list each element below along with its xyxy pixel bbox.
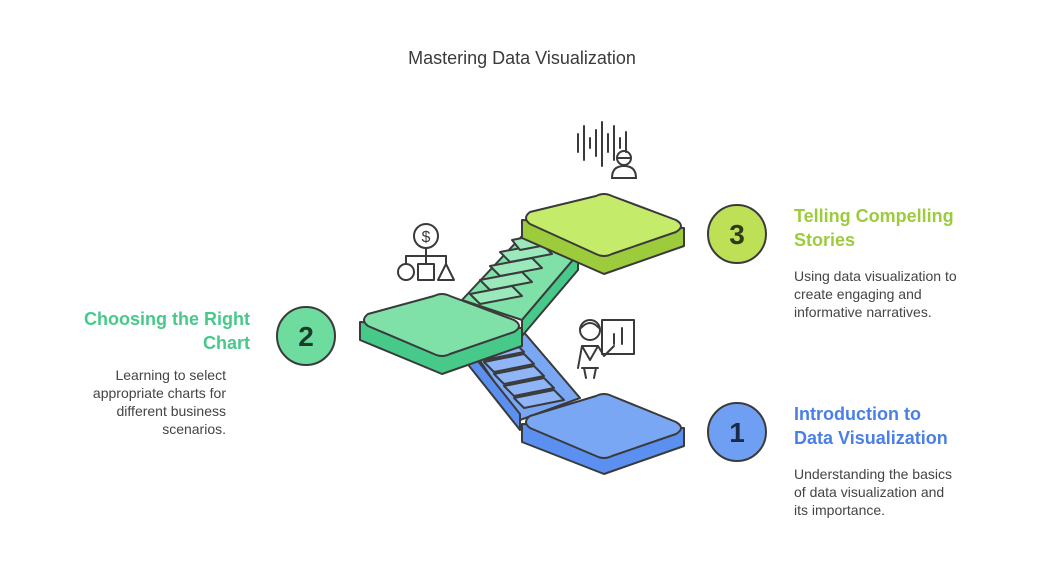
- stairs-2-to-3: [461, 231, 579, 337]
- step-3-title-line1: Telling Compelling: [794, 206, 954, 226]
- step-2-desc-line3: different business: [116, 403, 226, 419]
- step-2-title: Choosing the Right Chart: [40, 307, 250, 355]
- platform-3: [521, 193, 685, 275]
- step-3-desc-line2: create engaging and: [794, 286, 922, 302]
- step-1-description: Understanding the basics of data visuali…: [794, 465, 952, 519]
- step-2-title-line1: Choosing the Right: [84, 309, 250, 329]
- step-3-title-line2: Stories: [794, 230, 856, 250]
- step-2-number: 2: [298, 321, 314, 352]
- step-1-title-line1: Introduction to: [794, 404, 921, 424]
- step-3-title: Telling Compelling Stories: [794, 204, 954, 252]
- step-2-desc-line1: Learning to select: [115, 367, 226, 383]
- svg-text:$: $: [422, 229, 431, 246]
- step-1-desc-line2: of data visualization and: [794, 484, 945, 500]
- step-3-number: 3: [729, 219, 745, 250]
- step-2-title-line2: Chart: [202, 333, 250, 353]
- step-3-description: Using data visualization to create engag…: [794, 267, 957, 321]
- step-1-desc-line1: Understanding the basics: [794, 466, 952, 482]
- step-1-title-line2: Data Visualization: [794, 428, 948, 448]
- step-1-title: Introduction to Data Visualization: [794, 402, 948, 450]
- step-1-desc-line3: its importance.: [794, 502, 886, 518]
- storyteller-sound-icon: [577, 121, 638, 179]
- platform-2: [359, 293, 523, 375]
- step-2-description: Learning to select appropriate charts fo…: [40, 366, 226, 438]
- presenter-chart-icon: [577, 319, 635, 379]
- page-title: Mastering Data Visualization: [408, 48, 636, 68]
- step-3-desc-line1: Using data visualization to: [794, 268, 957, 284]
- step-2-desc-line4: scenarios.: [162, 421, 226, 437]
- step-3-desc-line3: informative narratives.: [794, 304, 932, 320]
- decision-shapes-icon: $: [397, 223, 455, 281]
- step-badge-2: 2: [276, 306, 336, 366]
- step-badge-3: 3: [707, 204, 767, 264]
- step-1-number: 1: [729, 417, 745, 448]
- step-badge-1: 1: [707, 402, 767, 462]
- platform-1: [521, 393, 685, 475]
- step-2-desc-line2: appropriate charts for: [92, 385, 226, 401]
